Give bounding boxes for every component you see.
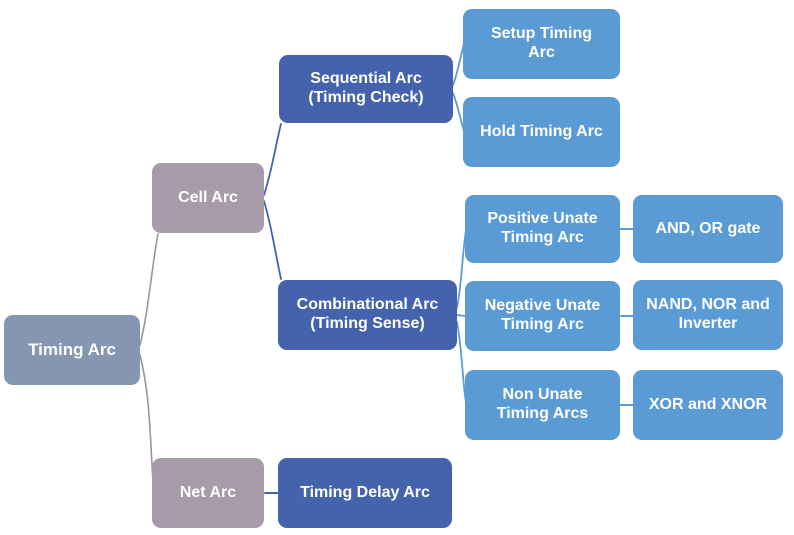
node-timing-arc: Timing Arc — [4, 315, 140, 385]
node-timing-delay-arc: Timing Delay Arc — [278, 458, 452, 528]
node-sequential-arc: Sequential Arc (Timing Check) — [279, 55, 453, 123]
connector-cell-sequential — [263, 123, 282, 196]
node-negative-unate-label: Negative Unate Timing Arc — [484, 297, 601, 333]
node-combinational-arc: Combinational Arc (Timing Sense) — [278, 280, 457, 350]
node-sequential-arc-label: Sequential Arc (Timing Check) — [308, 70, 424, 106]
node-setup-timing-arc-label: Setup Timing Arc — [490, 25, 593, 61]
node-and-or-gate-label: AND, OR gate — [655, 219, 761, 237]
node-timing-delay-arc-label: Timing Delay Arc — [300, 483, 430, 501]
node-net-arc-label: Net Arc — [179, 483, 237, 501]
node-cell-arc-label: Cell Arc — [178, 188, 238, 206]
node-hold-timing-arc-label: Hold Timing Arc — [480, 122, 603, 140]
node-xor-xnor: XOR and XNOR — [633, 370, 783, 440]
node-non-unate: Non Unate Timing Arcs — [465, 370, 620, 440]
node-positive-unate: Positive Unate Timing Arc — [465, 195, 620, 263]
node-net-arc: Net Arc — [152, 458, 264, 528]
node-setup-timing-arc: Setup Timing Arc — [463, 9, 620, 79]
connector-cell-combinational — [263, 200, 282, 280]
connector-timing-cell — [139, 233, 159, 346]
node-timing-arc-label: Timing Arc — [28, 339, 116, 359]
connector-combinational-negative — [456, 314, 466, 317]
node-nand-nor-inverter-label: NAND, NOR and Inverter — [646, 296, 770, 332]
node-hold-timing-arc: Hold Timing Arc — [463, 97, 620, 167]
node-nand-nor-inverter: NAND, NOR and Inverter — [633, 280, 783, 350]
node-non-unate-label: Non Unate Timing Arcs — [496, 386, 589, 422]
connector-combinational-nonunate — [456, 321, 467, 404]
node-cell-arc: Cell Arc — [152, 163, 264, 233]
node-positive-unate-label: Positive Unate Timing Arc — [487, 210, 598, 246]
connector-timing-net — [139, 354, 154, 483]
node-xor-xnor-label: XOR and XNOR — [648, 395, 768, 413]
node-and-or-gate: AND, OR gate — [633, 195, 783, 263]
node-negative-unate: Negative Unate Timing Arc — [465, 281, 620, 351]
node-combinational-arc-label: Combinational Arc (Timing Sense) — [296, 296, 439, 332]
